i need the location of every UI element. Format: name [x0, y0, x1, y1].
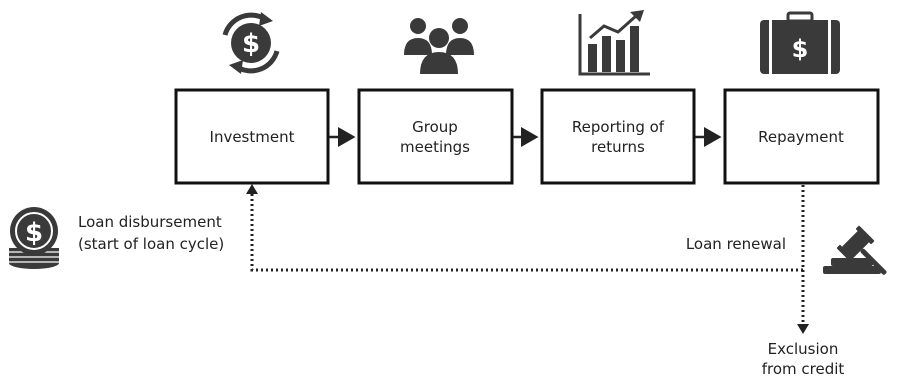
step-label-repayment: Repayment — [758, 128, 844, 146]
step-box-group-meetings: Group meetings — [357, 88, 514, 185]
gavel-icon — [823, 225, 887, 275]
money-case-icon: $ — [760, 11, 840, 74]
svg-text:$: $ — [242, 29, 260, 59]
loan-disbursement-label-line2: (start of loan cycle) — [78, 235, 224, 253]
bar-chart-growth-icon — [578, 10, 650, 76]
step-label-investment: Investment — [210, 128, 295, 146]
exclusion-label-line2: from credit — [762, 360, 845, 378]
step-label-group-meetings-line2: meetings — [400, 138, 470, 156]
coin-stack-icon: $ — [9, 207, 59, 269]
step-box-investment: Investment — [174, 88, 330, 185]
loan-renewal-arrowhead — [246, 184, 258, 194]
loan-renewal-loop — [250, 185, 805, 272]
loan-renewal-label: Loan renewal — [686, 235, 786, 253]
step-label-group-meetings-line1: Group — [412, 118, 458, 136]
group-people-icon — [404, 18, 474, 74]
dollar-cycle-icon: $ — [222, 12, 280, 74]
step-box-reporting-of-returns: Reporting of returns — [540, 88, 696, 185]
exclusion-label-line1: Exclusion — [768, 340, 839, 358]
step-label-reporting-line1: Reporting of — [572, 118, 665, 136]
loan-disbursement-label-line1: Loan disbursement — [78, 213, 222, 231]
exclusion-arrowhead — [797, 324, 809, 334]
svg-text:$: $ — [792, 35, 809, 63]
svg-text:$: $ — [25, 218, 43, 248]
step-box-repayment: Repayment — [723, 88, 880, 185]
step-label-reporting-line2: returns — [591, 138, 645, 156]
